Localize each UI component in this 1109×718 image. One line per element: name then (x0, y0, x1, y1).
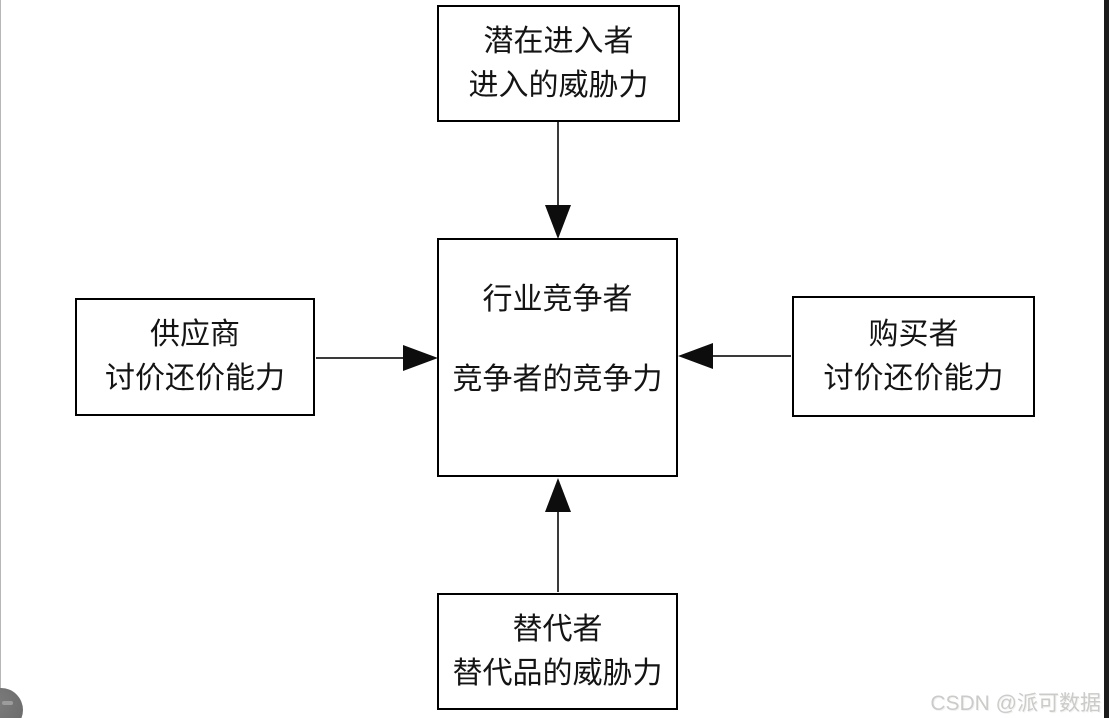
node-substitutes: 替代者 替代品的威胁力 (437, 593, 678, 710)
node-label: 行业竞争者 (482, 283, 633, 316)
csdn-watermark: CSDN @派可数据 (930, 692, 1101, 715)
node-industry-competitors: 行业竞争者 竞争者的竞争力 (437, 238, 678, 477)
minus-icon (2, 701, 13, 705)
arrow-suppliers-to-center (316, 345, 438, 371)
arrow-up-icon (545, 478, 571, 512)
node-potential-entrants: 潜在进入者 进入的威胁力 (437, 5, 680, 122)
node-sublabel: 进入的威胁力 (468, 68, 649, 102)
node-sublabel: 讨价还价能力 (823, 361, 1004, 395)
node-label: 供应商 (150, 318, 240, 351)
right-edge-border (1104, 0, 1109, 718)
node-sublabel: 竞争者的竞争力 (452, 363, 663, 396)
node-suppliers: 供应商 讨价还价能力 (75, 298, 315, 416)
node-buyers: 购买者 讨价还价能力 (792, 296, 1035, 417)
arrow-buyers-to-center (678, 343, 791, 369)
arrow-down-icon (545, 205, 571, 239)
node-sublabel: 替代品的威胁力 (452, 656, 663, 690)
corner-floating-button[interactable] (0, 688, 23, 718)
arrow-entrants-to-center (545, 122, 571, 239)
node-label: 替代者 (512, 612, 603, 646)
arrow-substitutes-to-center (545, 478, 571, 592)
node-sublabel: 讨价还价能力 (105, 362, 285, 395)
node-label: 购买者 (868, 317, 959, 351)
left-edge-border (0, 0, 1, 718)
arrow-right-icon (403, 345, 438, 371)
arrow-left-icon (678, 343, 713, 369)
node-label: 潜在进入者 (483, 24, 634, 58)
